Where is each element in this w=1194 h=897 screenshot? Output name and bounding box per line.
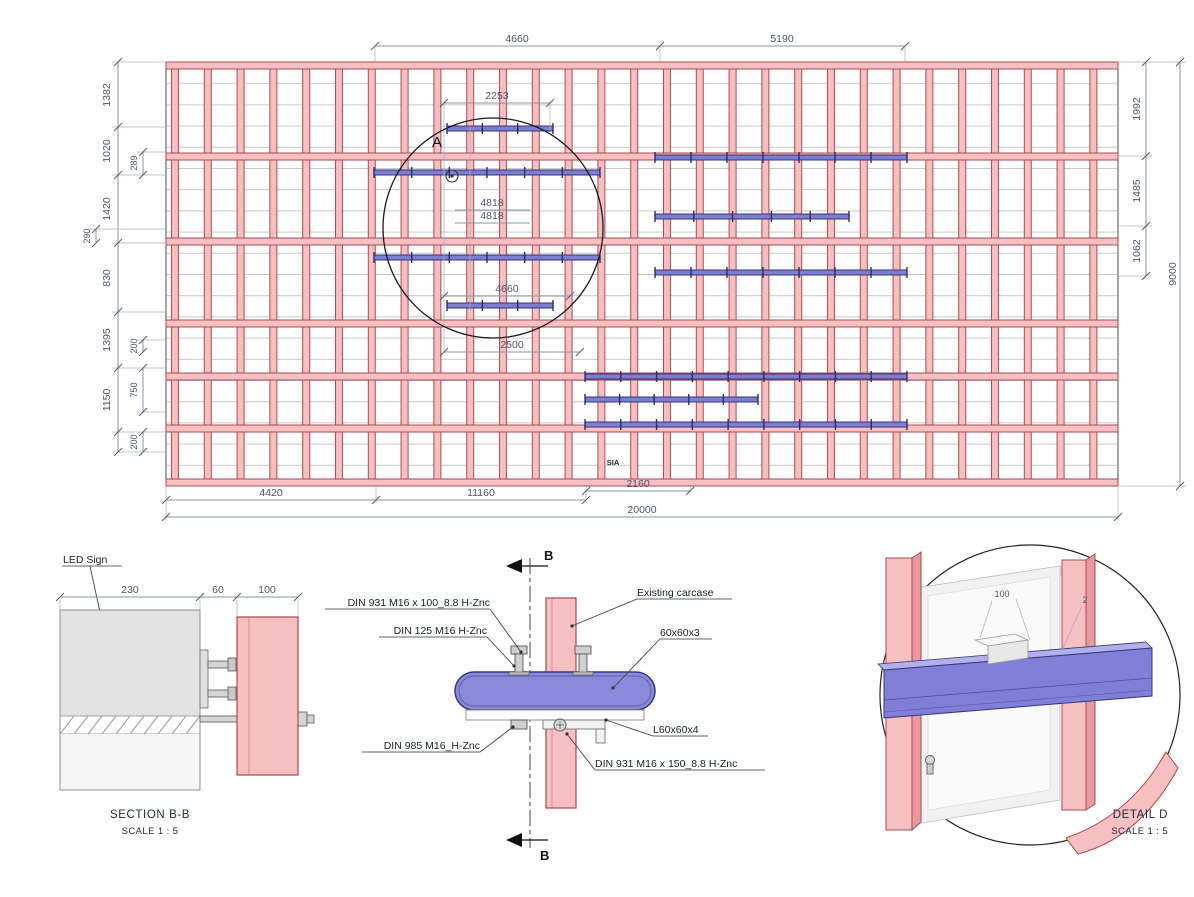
dim-sub-290: 290 — [82, 228, 92, 243]
dim-right-1992: 1992 — [1131, 97, 1143, 121]
cut-marker-top: B — [544, 548, 553, 563]
dim-4818-b: 4818 — [480, 210, 504, 222]
callout-washer: DIN 125 M16 H-Znc — [394, 625, 487, 637]
dim-sub-200b: 200 — [129, 434, 139, 449]
bolts — [508, 645, 594, 732]
dim-right-1485: 1485 — [1131, 179, 1143, 203]
cut-marker-bottom: B — [540, 848, 549, 863]
detail-d-title: DETAIL D — [1113, 809, 1168, 821]
detail-dim-100: 100 — [994, 589, 1009, 599]
callout-nut: DIN 985 M16_H-Znc — [384, 740, 480, 752]
dim-right-1062: 1062 — [1131, 239, 1143, 263]
dim-bottom-11160: 11160 — [467, 487, 495, 499]
dim-2253: 2253 — [485, 90, 509, 102]
plan-labels: 4660 5190 2253 4818 4818 4660 2500 1382 … — [82, 33, 1179, 516]
dim-total-20000: 20000 — [627, 504, 656, 516]
plan-dimensions — [90, 45, 1186, 520]
detail-d-scale: SCALE 1 : 5 — [1111, 826, 1168, 837]
callout-angle: L60x60x4 — [653, 724, 699, 736]
dim-4660-inner: 4660 — [495, 283, 519, 295]
bb-hardware — [199, 649, 315, 727]
callouts: DIN 931 M16 x 100_8.8 H-Znc DIN 125 M16 … — [325, 587, 765, 771]
detail-circle-a — [382, 117, 604, 339]
callout-bolt-150: DIN 931 M16 x 150_8.8 H-Znc — [595, 758, 737, 770]
connection-section-view: B B DIN 931 M16 x 100_8.8 H-Z — [325, 548, 765, 863]
brand-label: SIA — [607, 458, 620, 467]
detail-d-boundary — [879, 544, 1181, 846]
dim-left-830: 830 — [101, 269, 113, 287]
dim-top-5190: 5190 — [770, 33, 794, 45]
tube-section — [454, 671, 656, 711]
callout-tube: 60x60x3 — [660, 627, 700, 639]
callout-carcase: Existing carcase — [637, 587, 714, 599]
dim-total-9000: 9000 — [1167, 262, 1179, 286]
plate — [465, 709, 645, 721]
plan-view: 4660 5190 2253 4818 4818 4660 2500 1382 … — [82, 33, 1186, 520]
section-bb-view: LED Sign 230 60 100 — [59, 554, 315, 837]
dim-bb-100: 100 — [258, 584, 276, 596]
detail-spacer-block — [973, 633, 1030, 665]
dim-bb-60: 60 — [212, 584, 224, 596]
dim-sub-289: 289 — [129, 155, 139, 170]
dim-bottom-2160: 2160 — [626, 478, 650, 490]
led-sign-label: LED Sign — [63, 554, 108, 566]
dim-left-1395: 1395 — [101, 328, 113, 352]
dim-bottom-4420: 4420 — [259, 487, 283, 499]
dim-4818-a: 4818 — [480, 197, 504, 209]
detail-a-marker: A — [432, 134, 442, 151]
section-bb-scale: SCALE 1 : 5 — [122, 826, 179, 837]
led-sign-body — [59, 609, 201, 791]
callout-bolt-100: DIN 931 M16 x 100_8.8 H-Znc — [348, 597, 490, 609]
detail-d-view: 100 2 DETAIL D SCALE 1 : 5 — [877, 544, 1181, 855]
dim-bb-230: 230 — [121, 584, 139, 596]
dim-sub-750: 750 — [129, 382, 139, 397]
detail-bolt — [925, 755, 935, 775]
detail-dim-2: 2 — [1082, 595, 1087, 605]
dim-left-1150: 1150 — [101, 389, 113, 412]
plan-grid — [165, 61, 1119, 487]
detail-column-cut-arc — [1065, 751, 1179, 855]
bb-carcase-column — [236, 616, 299, 776]
bolt-marker-icon — [445, 169, 459, 183]
dim-left-1020: 1020 — [101, 139, 113, 163]
cut-arrow-top-icon — [506, 559, 522, 573]
dim-2500: 2500 — [500, 339, 524, 351]
dimension-ticks — [55, 41, 1185, 602]
dim-top-4660: 4660 — [505, 33, 529, 45]
dim-left-1382: 1382 — [101, 83, 113, 107]
dim-left-1420: 1420 — [101, 197, 113, 221]
angle-bracket — [542, 719, 606, 744]
cut-arrow-bottom-icon — [506, 833, 522, 847]
dim-sub-200a: 200 — [129, 338, 139, 353]
section-bb-title: SECTION B-B — [110, 809, 190, 821]
